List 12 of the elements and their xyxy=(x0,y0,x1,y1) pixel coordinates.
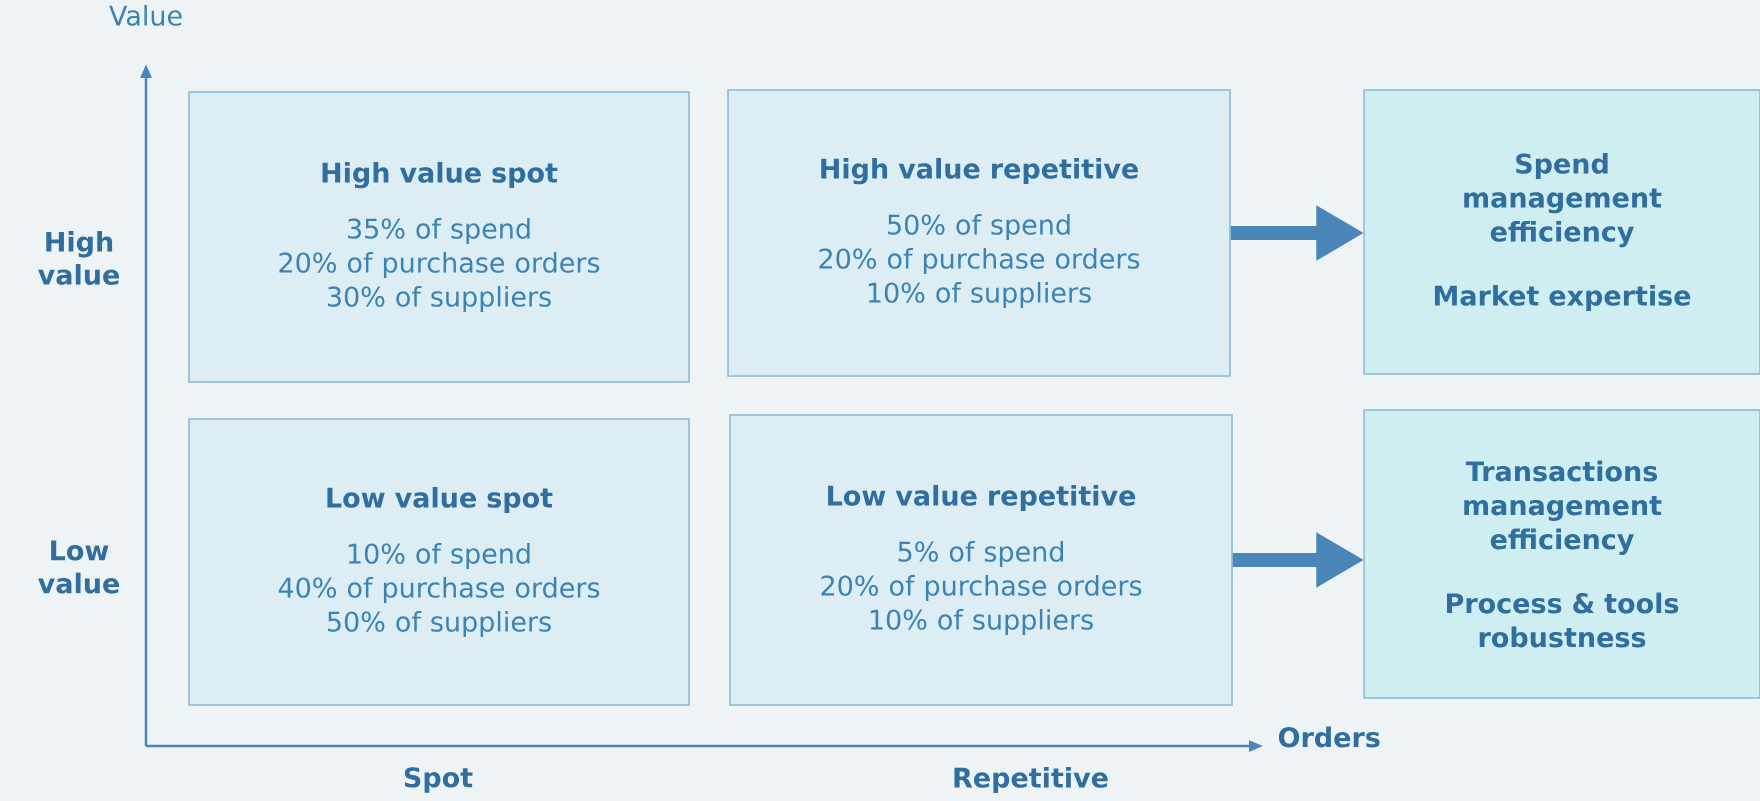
outcome-box: Transactions management efficiency Process & tools robustness xyxy=(1363,409,1760,699)
quadrant-box: High value repetitive 50% of spend 20% of purchase orders 10% of suppliers xyxy=(727,89,1231,377)
outcome-box: Spend management efficiency Market expertise xyxy=(1363,89,1760,375)
quadrant-box: Low value repetitive 5% of spend 20% of purchase orders 10% of suppliers xyxy=(729,414,1233,706)
quadrant-box: Low value spot 10% of spend 40% of purchase orders 50% of suppliers xyxy=(188,418,690,706)
axis-label: Orders xyxy=(1278,726,1380,748)
row-label: High value xyxy=(38,231,120,285)
row-label: Low value xyxy=(38,540,120,594)
axis-label: Value xyxy=(109,4,182,26)
quadrant-box: High value spot 35% of spend 20% of purchase orders 30% of suppliers xyxy=(188,91,690,383)
column-label: Spot xyxy=(404,767,473,793)
column-label: Repetitive xyxy=(954,766,1108,794)
